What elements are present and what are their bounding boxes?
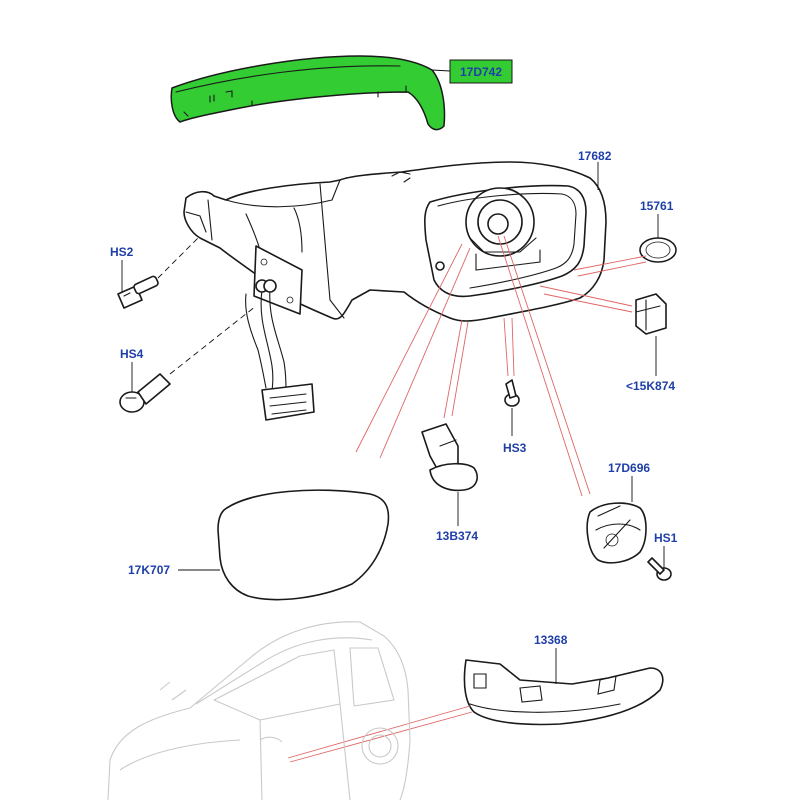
vehicle-outline	[107, 621, 411, 800]
side-indicator-13368[interactable]	[463, 659, 664, 726]
callout-13368: 13368	[534, 633, 568, 647]
screw-HS3[interactable]	[504, 379, 520, 407]
mirror-glass-17K707[interactable]	[217, 489, 390, 601]
screw-HS1[interactable]	[647, 557, 672, 581]
callout-17D696: 17D696	[608, 461, 650, 475]
callout-17682: 17682	[578, 149, 612, 163]
bolt-HS4[interactable]	[119, 373, 171, 413]
bolt-HS2[interactable]	[117, 275, 159, 309]
mirror-cap-17D742[interactable]	[170, 55, 446, 131]
callout-17K707: 17K707	[128, 563, 170, 577]
car-locator-line	[287, 705, 471, 759]
callout-15761: 15761	[640, 199, 674, 213]
guide-lines	[355, 235, 647, 497]
wiring-harness	[245, 279, 315, 421]
callout-HS3: HS3	[503, 441, 527, 455]
clip-15K874[interactable]	[635, 293, 667, 335]
callout-HS1: HS1	[654, 531, 678, 545]
callout-13B374: 13B374	[436, 529, 478, 543]
puddle-lamp-13B374[interactable]	[421, 423, 478, 492]
callout-17D742: 17D742	[449, 59, 513, 84]
svg-text:17D742: 17D742	[460, 65, 502, 79]
washer-15761[interactable]	[639, 237, 677, 263]
callout-HS4: HS4	[120, 347, 144, 361]
callout-HS2: HS2	[110, 245, 134, 259]
mirror-motor-17D696[interactable]	[586, 502, 647, 564]
mirror-housing-17682[interactable]	[183, 161, 607, 322]
callout-15K874: <15K874	[626, 379, 675, 393]
